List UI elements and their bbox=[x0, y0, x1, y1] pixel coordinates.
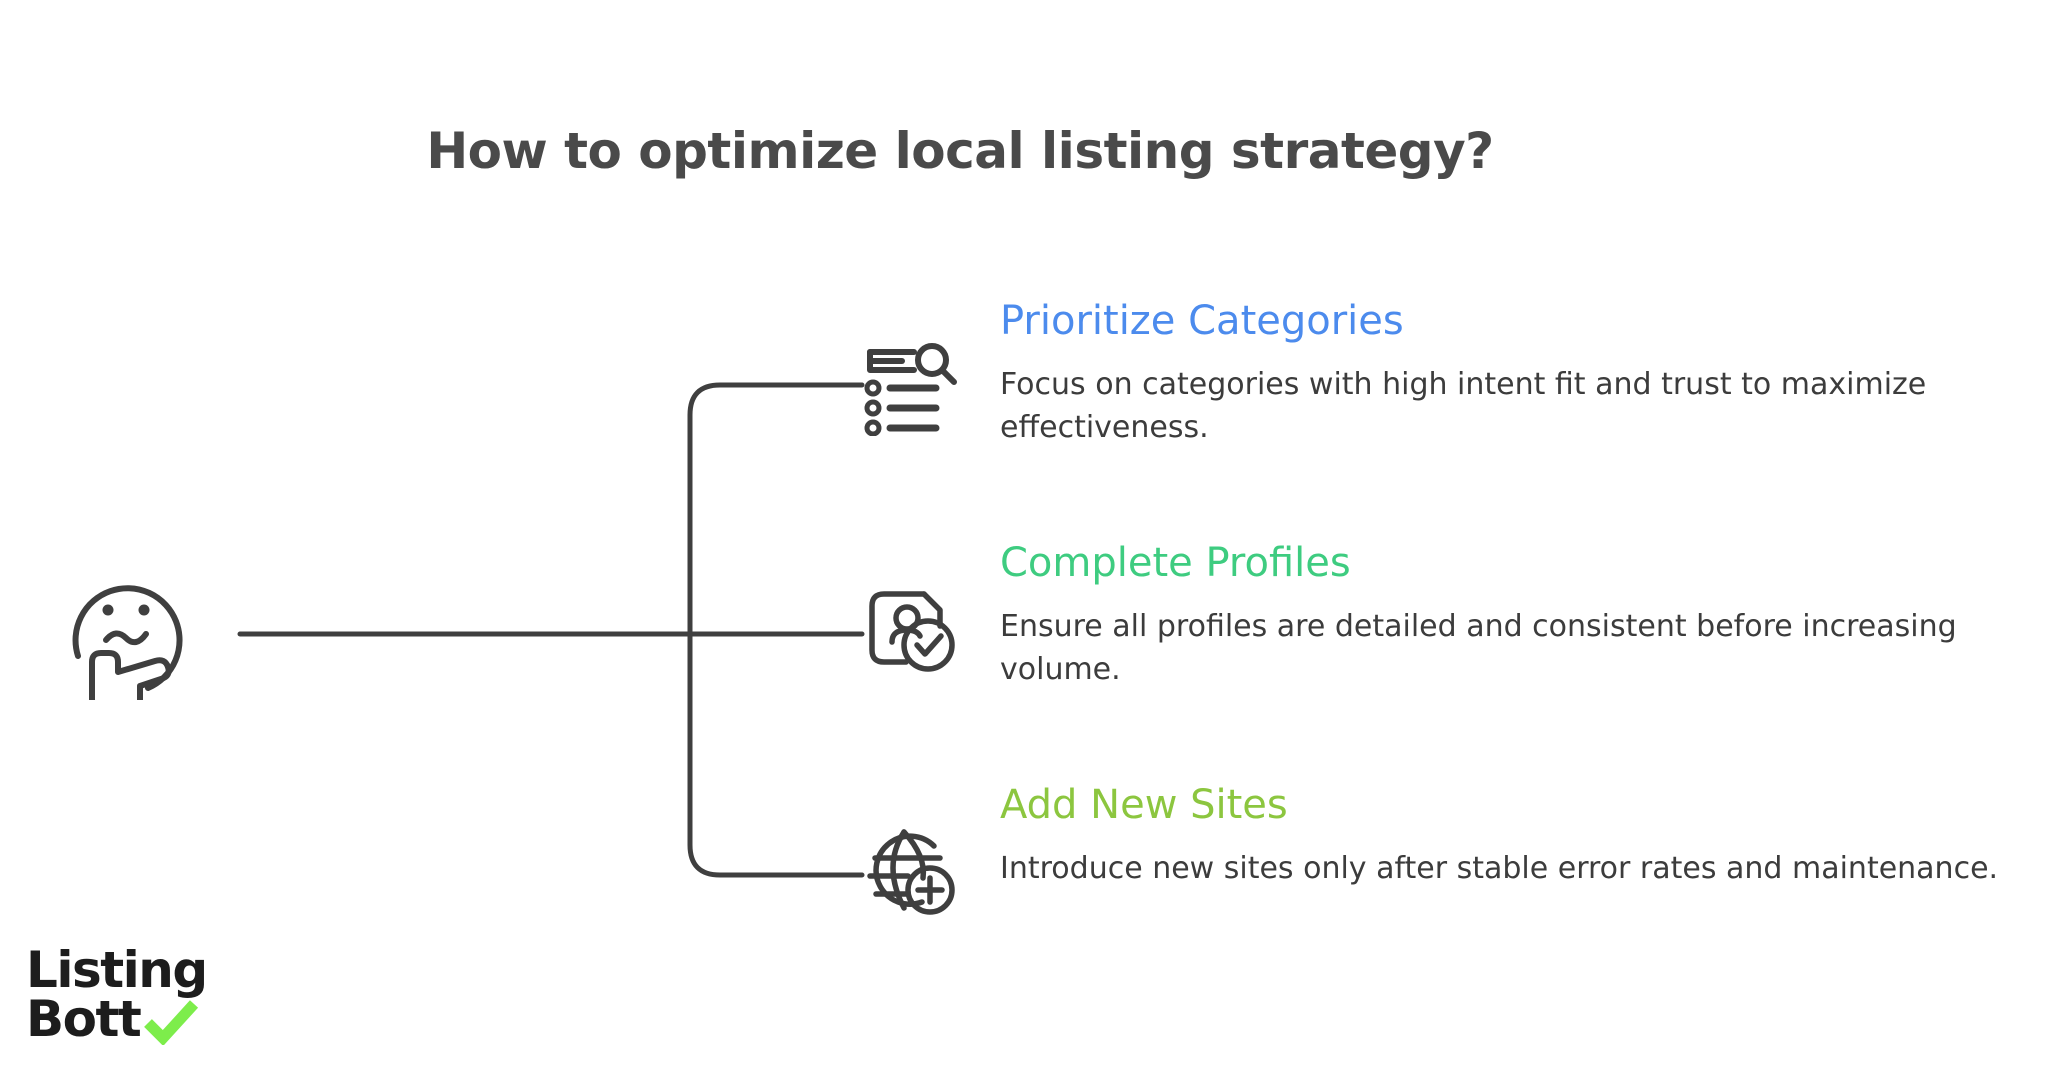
globe-plus-icon bbox=[867, 829, 955, 915]
profile-document-check-icon bbox=[869, 591, 955, 672]
branch-line-3 bbox=[687, 631, 865, 878]
thinking-face-icon bbox=[72, 585, 183, 700]
branch-content-1: Prioritize Categories Focus on categorie… bbox=[1000, 300, 2010, 449]
logo-text-bott: Bott bbox=[26, 990, 142, 1048]
branch-heading-2: Complete Profiles bbox=[1000, 540, 1351, 586]
branch-content-2: Complete Profiles Ensure all profiles ar… bbox=[1000, 542, 2010, 691]
branch-body-3: Introduce new sites only after stable er… bbox=[1000, 851, 1999, 886]
list-search-icon bbox=[864, 343, 957, 436]
logo-text-listing: Listing bbox=[26, 941, 208, 999]
brand-logo: Listing Bott bbox=[26, 941, 256, 1056]
branch-heading-1: Prioritize Categories bbox=[1000, 298, 1404, 344]
branch-body-1: Focus on categories with high intent fit… bbox=[1000, 367, 1927, 445]
branch-content-3: Add New Sites Introduce new sites only a… bbox=[1000, 784, 2010, 891]
branch-body-2: Ensure all profiles are detailed and con… bbox=[1000, 609, 1957, 687]
page-title: How to optimize local listing strategy? bbox=[426, 122, 1494, 180]
green-check-icon bbox=[144, 999, 199, 1045]
branch-heading-3: Add New Sites bbox=[1000, 782, 1288, 828]
branch-line-1 bbox=[687, 382, 865, 637]
